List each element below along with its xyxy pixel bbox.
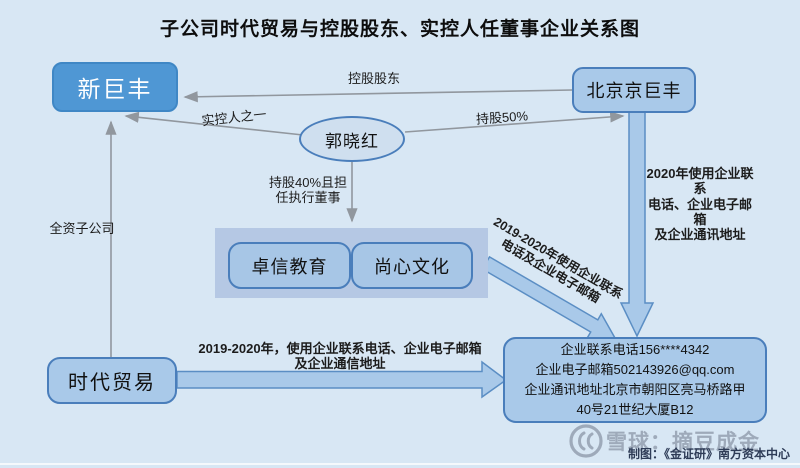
block-arrow-2019-horizontal — [176, 360, 508, 399]
credit-caption: 制图：《金证研》南方资本中心 — [627, 447, 790, 461]
label-use-2020-line1: 2020年使用企业联系 — [646, 166, 754, 197]
edge-controlling-shareholder-line — [183, 89, 573, 103]
label-use-2019-2020-horizontal: 2019-2020年，使用企业联系电话、企业电子邮箱 及企业通信地址 — [193, 341, 487, 372]
watermark: 雪球：摘豆成金 制图：《金证研》南方资本中心 — [562, 418, 792, 464]
label-use-horizontal-line1: 2019-2020年，使用企业联系电话、企业电子邮箱 — [198, 341, 482, 356]
node-zhuoxin-edu-label: 卓信教育 — [251, 256, 328, 277]
diagram-title: 子公司时代贸易与控股股东、实控人任董事企业关系图 — [159, 19, 640, 40]
watermark-text: 雪球：摘豆成金 — [606, 431, 760, 454]
label-use-2020-line2: 电话、企业电子邮箱 — [647, 196, 752, 227]
xueqiu-logo-icon — [569, 424, 603, 458]
edge-actual-controller-line — [124, 111, 304, 136]
contact-phone: 企业联系电话156****4342 — [560, 341, 710, 357]
contact-email: 企业电子邮箱502143926@qq.com — [535, 361, 735, 377]
label-use-horizontal-line2: 及企业通信地址 — [294, 355, 386, 371]
block-arrow-2020-vertical — [619, 111, 655, 338]
node-shangxin-culture-label: 尚心文化 — [374, 256, 450, 277]
label-stake-40-director: 持股40%且担 任执行董事 — [262, 175, 354, 206]
node-zhuoxin-edu: 卓信教育 — [228, 242, 351, 289]
contact-address-line1: 企业通讯地址北京市朝阳区亮马桥路甲 — [524, 382, 746, 397]
label-stake-40-line2: 任执行董事 — [275, 190, 341, 206]
label-stake-40-line1: 持股40%且担 — [268, 175, 348, 190]
node-xinjufeng: 新巨丰 — [52, 62, 178, 112]
node-beijing-jingjufeng: 北京京巨丰 — [572, 67, 696, 113]
node-contact-info: 企业联系电话156****4342 企业电子邮箱502143926@qq.com… — [503, 337, 767, 423]
contact-address-line2: 40号21世纪大厦B12 — [576, 402, 694, 418]
node-shidai-trade-label: 时代贸易 — [68, 372, 156, 394]
label-controlling-shareholder: 控股股东 — [347, 71, 400, 86]
node-shidai-trade: 时代贸易 — [47, 357, 177, 404]
bottom-strip — [0, 463, 800, 465]
node-xinjufeng-label: 新巨丰 — [77, 76, 153, 102]
label-use-2020-line3: 及企业通讯地址 — [654, 227, 746, 243]
label-use-2020: 2020年使用企业联系 电话、企业电子邮箱 及企业通讯地址 — [643, 166, 757, 243]
label-wholly-owned-subsidiary: 全资子公司 — [49, 221, 115, 236]
node-beijing-jingjufeng-label: 北京京巨丰 — [586, 81, 682, 101]
node-guo-xiaohong-label: 郭晓红 — [325, 131, 379, 151]
node-guo-xiaohong: 郭晓红 — [299, 116, 405, 162]
edge-stake50-line — [404, 111, 625, 133]
node-shangxin-culture: 尚心文化 — [351, 242, 473, 289]
